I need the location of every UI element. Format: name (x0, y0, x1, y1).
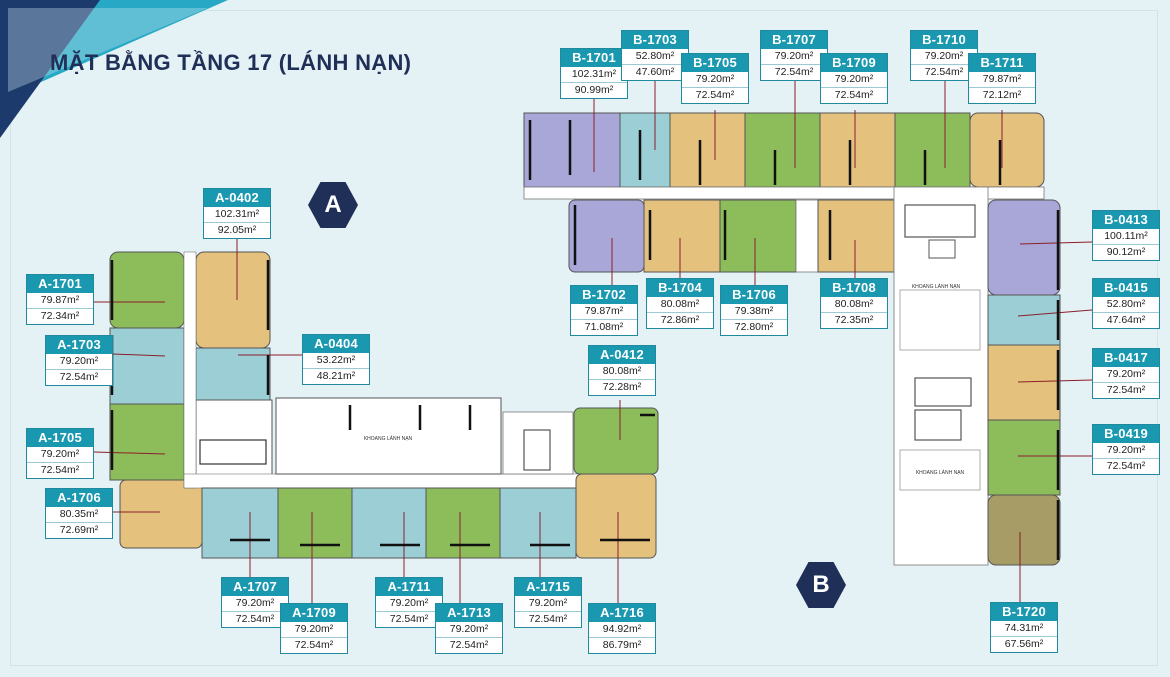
unit-a-0404-area (195, 347, 271, 401)
unit-a-1709-area (277, 487, 353, 559)
block-b-core (893, 186, 989, 566)
unit-a-1705-area (109, 403, 185, 481)
block-a-hall-text: KHOANG LÁNH NẠN (364, 435, 413, 442)
unit-b-1707-area (744, 112, 821, 188)
leader-line (1017, 379, 1093, 383)
unit-b-0413-area (987, 199, 1061, 296)
unit-b-1711-area (969, 112, 1045, 188)
block-a-bottom-row (201, 473, 657, 559)
page-title: MẶT BẰNG TẦNG 17 (LÁNH NẠN) (50, 50, 412, 75)
block-b-second-row (568, 199, 895, 273)
unit-b-0415-area (987, 294, 1061, 346)
unit-a-0412-area (573, 407, 659, 475)
unit-b-1703-area (619, 112, 671, 188)
leader-line (93, 451, 166, 455)
unit-a-1701-area (109, 251, 185, 329)
unit-a-1716-area (575, 473, 657, 559)
block-a-inner-column (195, 251, 273, 481)
block-a-corridor-horizontal (183, 473, 585, 489)
unit-b-1704-area (643, 199, 721, 273)
unit-b-1702-area (568, 199, 645, 273)
block-b-hall-text-1: KHOANG LÁNH NẠN (912, 283, 961, 290)
block-a-corridor-vertical (183, 251, 197, 489)
unit-a-1707-area (201, 487, 279, 559)
unit-b-1709-area (819, 112, 896, 188)
block-b-right-column (987, 199, 1061, 566)
block-a-left-column (109, 251, 203, 549)
block-a-marker: A (308, 182, 358, 228)
block-a-refuge-hall: KHOANG LÁNH NẠN (275, 397, 574, 475)
unit-a-1713-area (425, 487, 501, 559)
unit-b-1705-area (669, 112, 746, 188)
unit-a-1706-area (119, 479, 203, 549)
header-corner-pale (8, 8, 208, 92)
block-b-top-row (523, 112, 1045, 188)
unit-a-1703-area (109, 327, 185, 405)
leader-line (112, 353, 166, 357)
interior-walls (110, 120, 1060, 560)
unit-b-1720-area (987, 494, 1061, 566)
leader-line (1019, 241, 1093, 245)
page-frame (10, 10, 1158, 666)
leader-line (1017, 309, 1093, 317)
unit-a-1715-area (499, 487, 577, 559)
unit-a-0402-area (195, 251, 271, 349)
unit-b-1710-area (894, 112, 971, 188)
unit-b-1706-area (719, 199, 797, 273)
unit-b-1701-area (523, 112, 621, 188)
unit-b-0419-area (987, 419, 1061, 496)
header-corner-dark (0, 0, 100, 138)
unit-a-1711-area (351, 487, 427, 559)
block-b-hall-text-2: KHOANG LÁNH NẠN (916, 469, 965, 476)
block-b-stair (795, 199, 819, 273)
unit-b-0417-area (987, 344, 1061, 421)
